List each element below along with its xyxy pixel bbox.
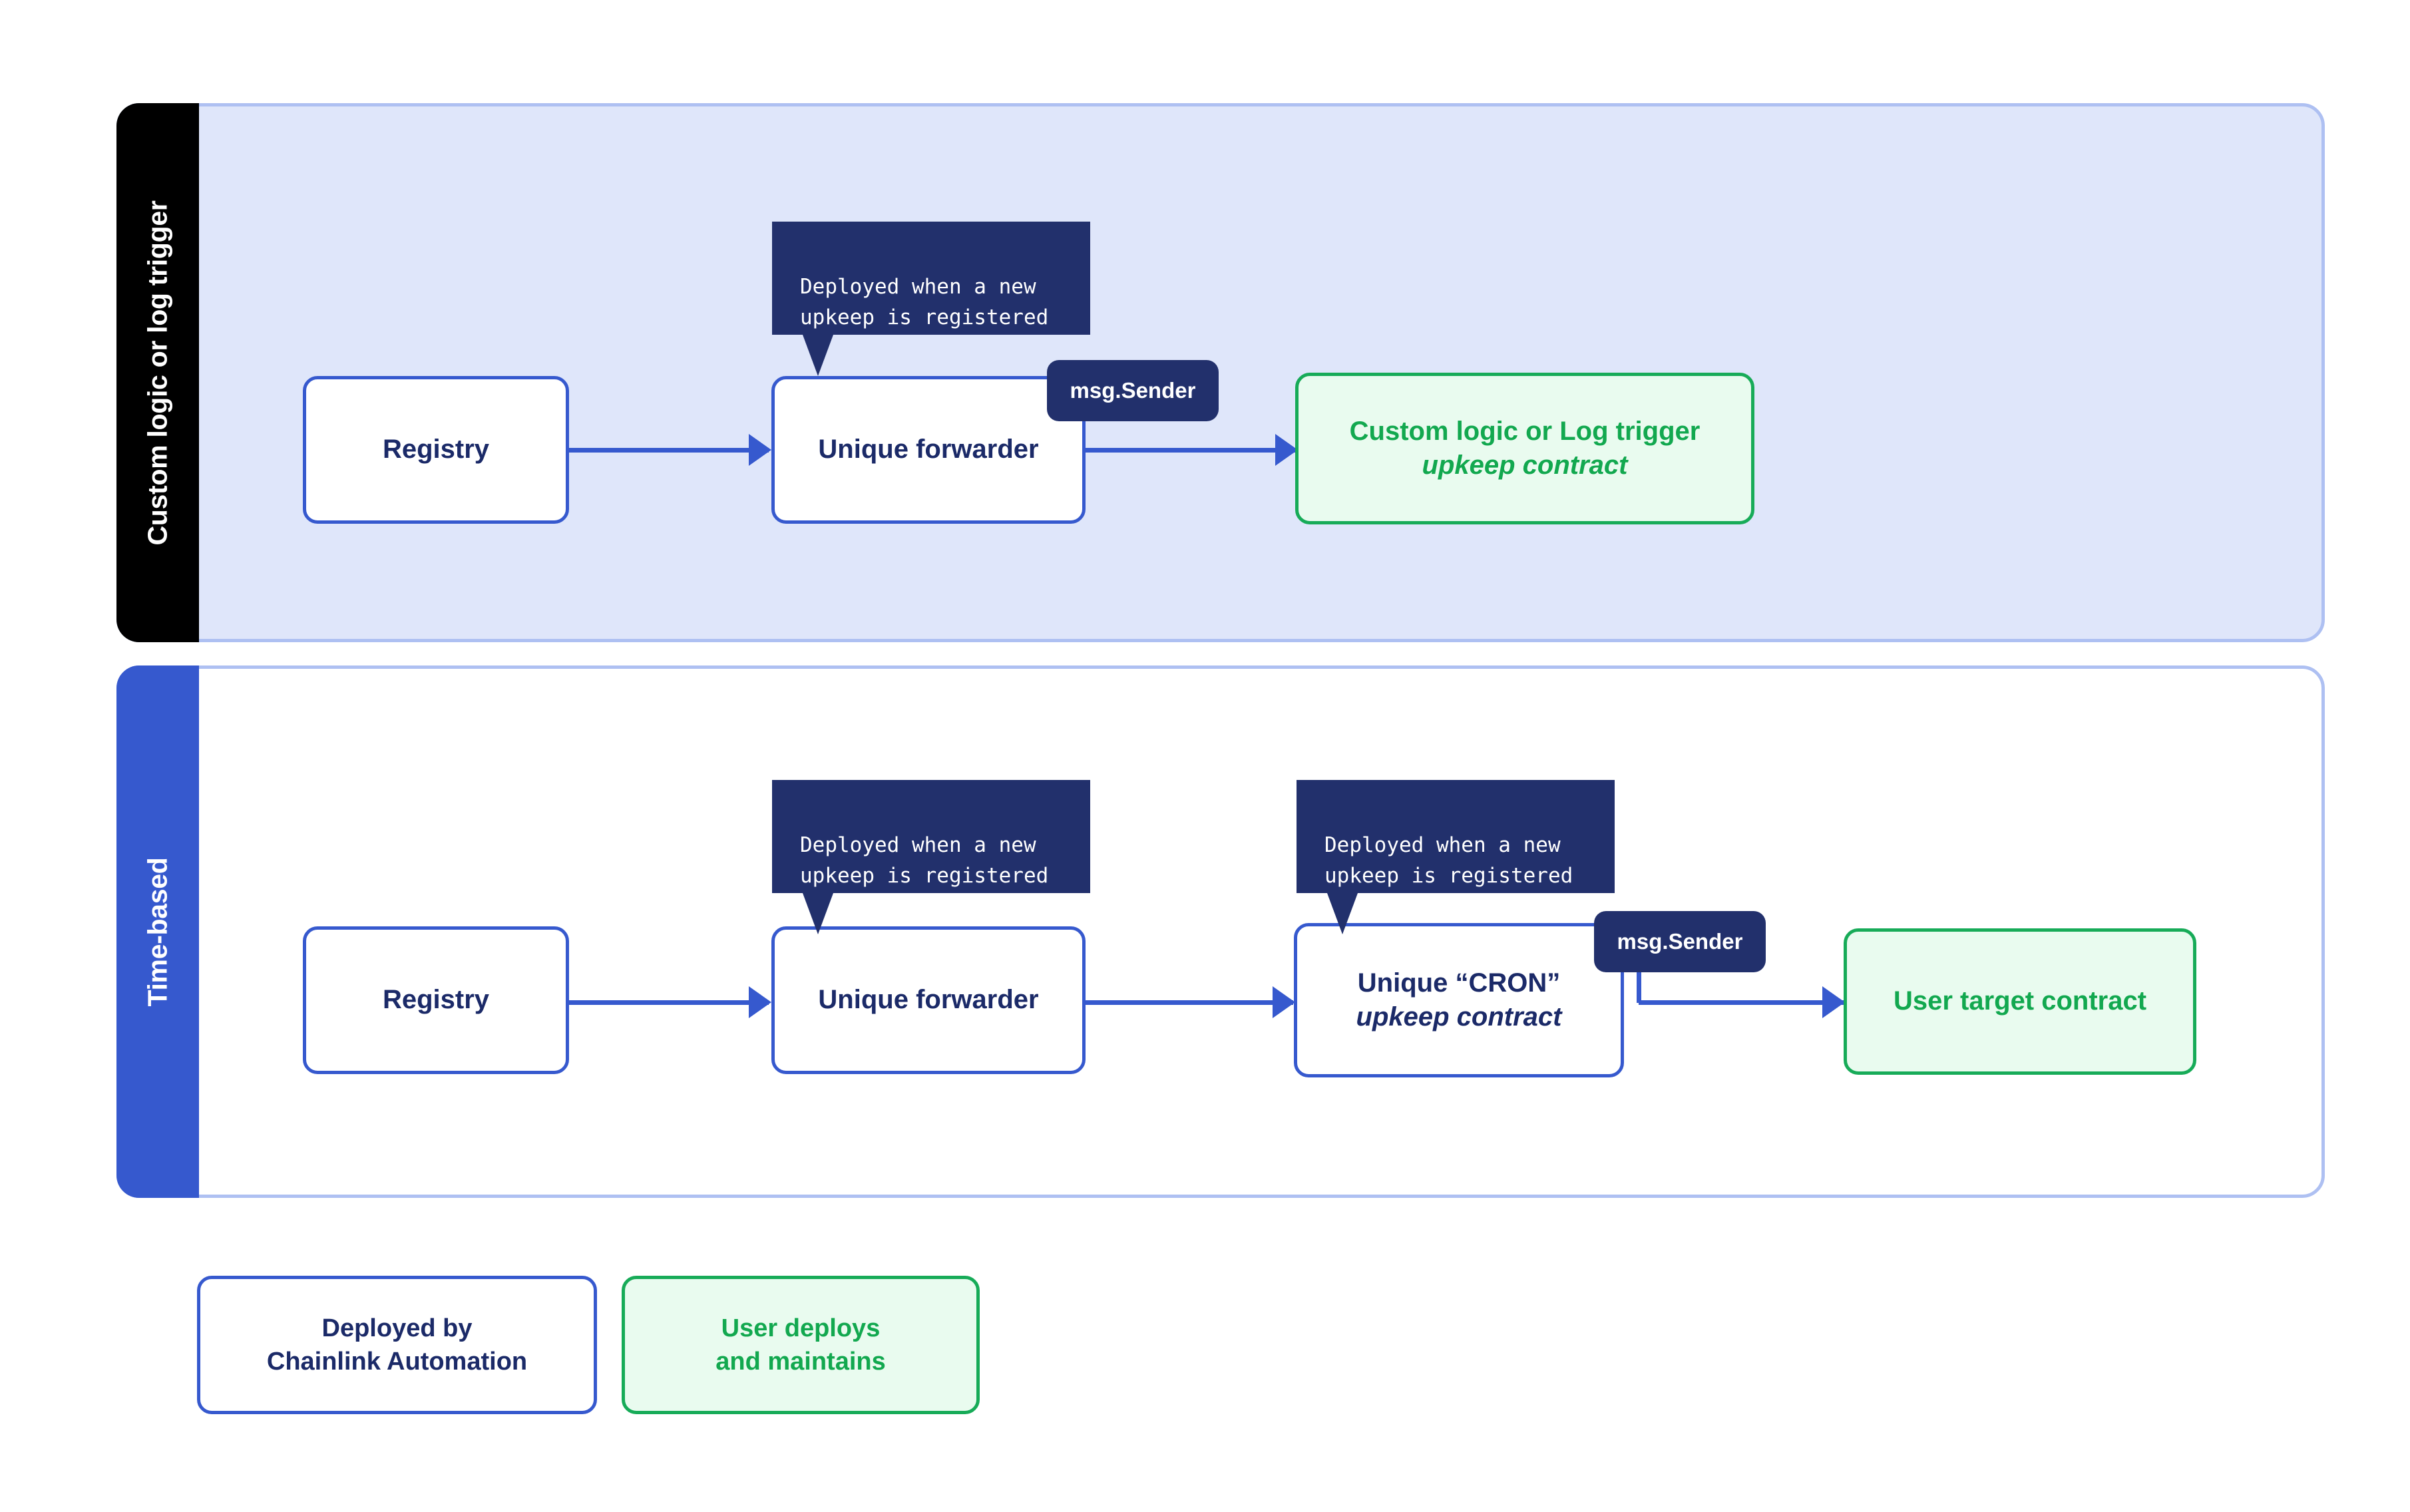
section-tab-time-based: Time-based [116,665,199,1198]
badge-msg-sender-time-label: msg.Sender [1617,929,1743,954]
connector-cron-to-target-time [1639,1000,1845,1005]
legend-user-deploys-label: User deploys and maintains [715,1314,886,1376]
node-cron-upkeep-contract-time-line2: upkeep contract [1356,1002,1562,1032]
arrowhead-registry-to-forwarder-time [749,986,771,1018]
connector-forwarder-to-upkeep-custom [1084,448,1297,453]
tooltip-forwarder-time-text: Deployed when a new upkeep is registered [800,833,1049,888]
node-user-target-contract-time-label: User target contract [1893,986,2147,1016]
legend-deployed-by-chainlink-label: Deployed by Chainlink Automation [266,1314,528,1376]
node-registry-time[interactable]: Registry [303,926,569,1074]
tooltip-tail-icon [803,335,833,376]
tooltip-tail-icon [803,893,833,934]
node-unique-forwarder-custom[interactable]: Unique forwarder [771,376,1086,524]
connector-registry-to-forwarder-custom [569,448,769,453]
section-tab-time-based-label: Time-based [142,856,173,1007]
node-cron-upkeep-contract-time[interactable]: Unique “CRON” upkeep contract [1294,923,1624,1077]
node-registry-custom-label: Registry [382,435,490,465]
badge-msg-sender-time: msg.Sender [1594,911,1766,972]
node-upkeep-contract-custom-line2: upkeep contract [1422,451,1628,480]
panel-custom-logic [116,103,2325,642]
node-registry-custom[interactable]: Registry [303,376,569,524]
arrowhead-cron-to-target-time [1822,986,1845,1018]
badge-msg-sender-custom: msg.Sender [1047,360,1219,421]
arrowhead-forwarder-to-upkeep-custom [1275,434,1298,466]
badge-msg-sender-custom-label: msg.Sender [1070,378,1196,403]
tooltip-cron-time-text: Deployed when a new upkeep is registered [1324,833,1573,888]
connector-forwarder-to-cron-time [1084,1000,1293,1005]
tooltip-tail-icon [1327,893,1358,934]
node-cron-upkeep-contract-time-line1: Unique “CRON” [1357,968,1561,998]
legend-deployed-by-chainlink: Deployed by Chainlink Automation [197,1276,597,1414]
legend-user-deploys: User deploys and maintains [622,1276,980,1414]
arrowhead-registry-to-forwarder-custom [749,434,771,466]
tooltip-cron-time: Deployed when a new upkeep is registered [1297,780,1615,934]
node-registry-time-label: Registry [382,985,490,1015]
node-unique-forwarder-custom-label: Unique forwarder [818,435,1039,465]
node-upkeep-contract-custom[interactable]: Custom logic or Log trigger upkeep contr… [1295,373,1754,524]
node-upkeep-contract-custom-line1: Custom logic or Log trigger [1349,416,1701,446]
node-unique-forwarder-time[interactable]: Unique forwarder [771,926,1086,1074]
tooltip-forwarder-custom-text: Deployed when a new upkeep is registered [800,274,1049,330]
section-tab-custom-logic-label: Custom logic or log trigger [142,200,173,546]
section-tab-custom-logic: Custom logic or log trigger [116,103,199,642]
node-unique-forwarder-time-label: Unique forwarder [818,985,1039,1015]
connector-registry-to-forwarder-time [569,1000,769,1005]
tooltip-forwarder-custom: Deployed when a new upkeep is registered [772,222,1090,376]
arrowhead-forwarder-to-cron-time [1273,986,1295,1018]
node-user-target-contract-time[interactable]: User target contract [1844,928,2196,1075]
tooltip-forwarder-time: Deployed when a new upkeep is registered [772,780,1090,934]
